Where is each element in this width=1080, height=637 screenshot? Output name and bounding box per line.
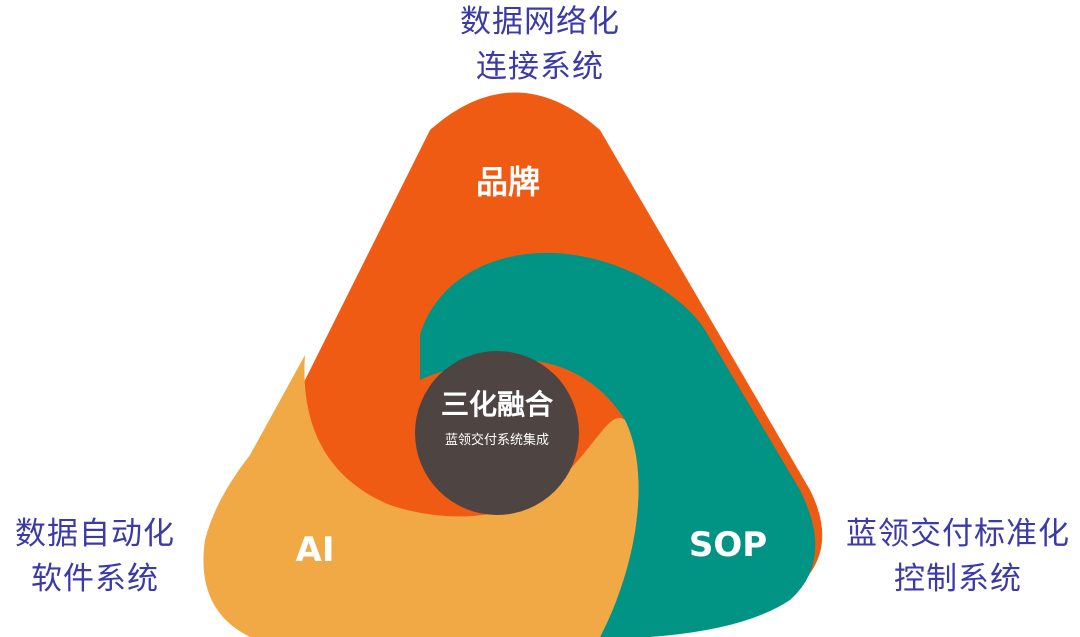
ai-label: AI <box>296 530 335 570</box>
left-label-line-1: 数据自动化 <box>15 516 175 552</box>
center-circle <box>415 351 579 515</box>
left-label-line-2: 软件系统 <box>31 561 159 597</box>
right-label-line-2: 控制系统 <box>894 561 1022 597</box>
sop-segment <box>420 252 816 637</box>
ai-segment <box>203 355 639 637</box>
left-outer-label: 数据自动化 软件系统 <box>0 512 190 602</box>
right-outer-label: 蓝领交付标准化 控制系统 <box>836 512 1080 602</box>
top-label-line-2: 连接系统 <box>476 49 604 85</box>
sop-label: SOP <box>689 525 767 565</box>
top-label-line-1: 数据网络化 <box>460 4 620 40</box>
center-subtitle: 蓝领交付系统集成 <box>445 432 549 448</box>
right-label-line-1: 蓝领交付标准化 <box>846 516 1070 552</box>
center-title: 三化融合 <box>441 388 554 421</box>
brand-label: 品牌 <box>476 163 540 201</box>
top-outer-label: 数据网络化 连接系统 <box>370 0 710 90</box>
